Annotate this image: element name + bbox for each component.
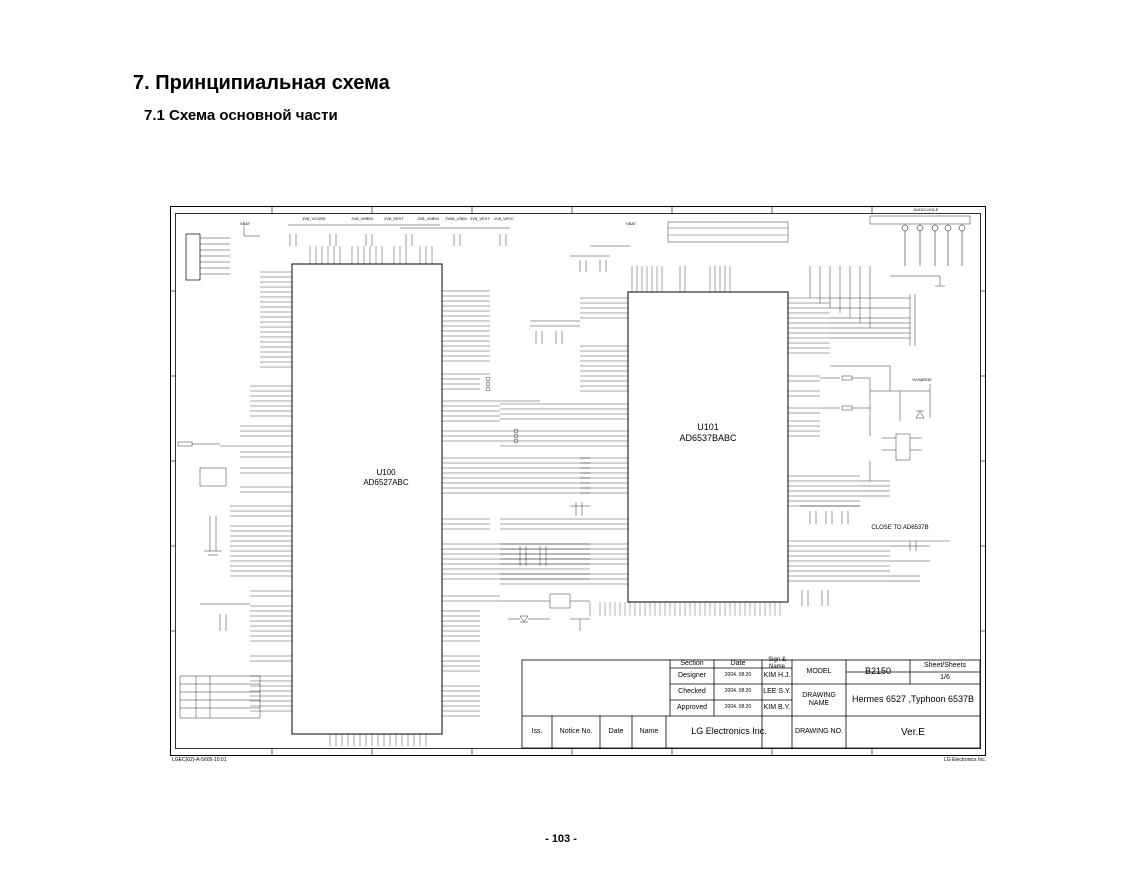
tb-row-name: KIM H.J. [763, 672, 791, 680]
tb-sheet-value: 1/6 [940, 674, 950, 682]
tb-model-label: MODEL [806, 668, 832, 676]
rail-label: VBAT [239, 221, 251, 226]
tb-section-header: Section [680, 660, 704, 668]
tb-date-header: Date [730, 660, 746, 668]
tb-row-role: Checked [678, 688, 706, 696]
tb-row-role: Designer [677, 672, 706, 680]
rail-label: AUDIO HOLE [913, 207, 939, 212]
rail-label: VBAT [625, 221, 637, 226]
tb-sheet-label: Sheet/Sheets [923, 662, 967, 670]
tb-notice-no: Notice No. [559, 728, 593, 736]
u100-ref: U100 [376, 468, 396, 477]
rail-label: VCHARGE [912, 377, 932, 382]
tb-row-date: 2004. 08.20 [724, 704, 752, 711]
tb-name: Name [639, 728, 659, 736]
rail-label: 2V65_VSIM [445, 216, 467, 221]
tb-row-role: Approved [677, 704, 707, 712]
tb-row-name: KIM B.Y. [763, 704, 791, 712]
u101-ref: U101 [697, 422, 719, 432]
page-number: - 103 - [545, 833, 577, 845]
footer-right-company: LG Electronics Inc. [944, 757, 986, 763]
tb-model-value: B2150 [864, 666, 892, 677]
section-title: 7.1 Схема основной части [144, 107, 338, 124]
tb-drawing-no-label: DRAWING NO. [795, 728, 843, 736]
rail-label: 2V8_VMEM [417, 216, 439, 221]
schematic-sheet: U100 AD6527ABC U101 AD6537BABC CLOSE TO … [170, 206, 986, 756]
tb-date: Date [608, 728, 624, 736]
footer-left-code: LGEC(02)-A-5605-10:01 [172, 757, 227, 763]
tb-drawing-name-value: Hermes 6527 ,Typhoon 6537B [851, 694, 975, 705]
tb-sign-header: Sign & Name [768, 657, 786, 670]
u101-part: AD6537BABC [679, 432, 737, 443]
rail-label: 2V8_VEXT [384, 216, 404, 221]
tb-company: LG Electronics Inc. [691, 726, 767, 737]
rail-label: 1V8_VRTC [493, 216, 515, 221]
tb-row-date: 2004. 08.20 [724, 688, 752, 695]
tb-row-date: 2004. 08.20 [724, 672, 752, 679]
rail-label: 1V8_VCORE [302, 216, 326, 221]
page-title: 7. Принципиальная схема [133, 72, 390, 94]
u100-part: AD6527ABC [363, 477, 409, 487]
tb-iss: Iss. [531, 728, 543, 736]
rail-label: 2V8_VEXT [470, 216, 490, 221]
tb-row-name: LEE S.Y. [763, 688, 791, 696]
tb-drawing-name-label: DRAWING NAME [802, 692, 836, 707]
schematic-drawing [170, 206, 986, 756]
close-to-note: CLOSE TO AD6537B [871, 525, 929, 531]
rail-label: 2V8_VMEM [351, 216, 373, 221]
u101-chip: U101 AD6537BABC [638, 422, 778, 444]
u100-chip: U100 AD6527ABC [346, 468, 426, 487]
tb-drawing-no-value: Ver.E [901, 726, 925, 738]
